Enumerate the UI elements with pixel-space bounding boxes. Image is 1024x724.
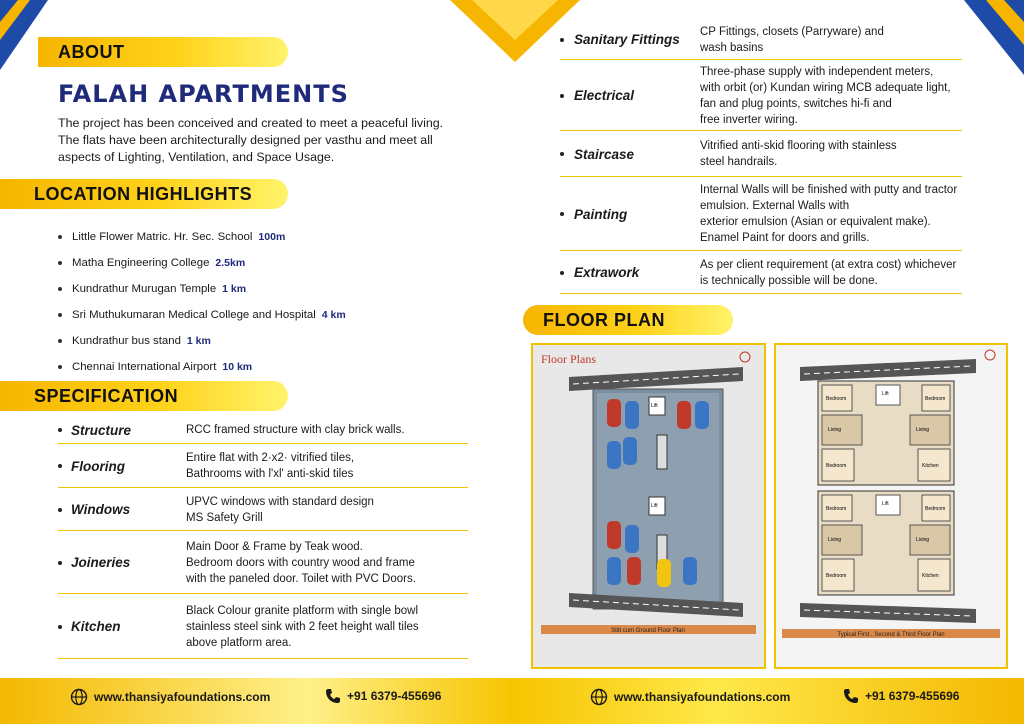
- svg-text:Kitchen: Kitchen: [922, 573, 939, 579]
- svg-text:Bedroom: Bedroom: [826, 396, 846, 402]
- corner-decoration-left: [0, 0, 48, 70]
- svg-text:Bedroom: Bedroom: [925, 506, 945, 512]
- svg-text:Bedroom: Bedroom: [826, 573, 846, 579]
- globe-icon: [70, 688, 88, 706]
- svg-text:Living: Living: [916, 427, 929, 433]
- svg-text:Bedroom: Bedroom: [826, 463, 846, 469]
- plan1-caption: Stilt cum Ground Floor Plan: [611, 628, 685, 634]
- svg-text:Bedroom: Bedroom: [826, 506, 846, 512]
- typical-floor-plan-drawing: Bedroom Bedroom Lift Living Living Bedro…: [776, 345, 1006, 667]
- specification-heading: SPECIFICATION: [0, 381, 288, 411]
- svg-text:Lift: Lift: [651, 403, 658, 409]
- svg-text:Living: Living: [828, 427, 841, 433]
- svg-text:Lift: Lift: [882, 391, 889, 397]
- location-item: Sri Muthukumaran Medical College and Hos…: [58, 302, 458, 328]
- svg-text:Living: Living: [916, 537, 929, 543]
- svg-text:Kitchen: Kitchen: [922, 463, 939, 469]
- footer-website-left[interactable]: www.thansiyafoundations.com: [70, 688, 270, 706]
- corner-decoration-right: [964, 0, 1024, 75]
- footer-phone-left[interactable]: +91 6379-455696: [325, 688, 441, 704]
- phone-icon: [326, 689, 340, 703]
- svg-text:Lift: Lift: [882, 501, 889, 507]
- floor-plan-heading: FLOOR PLAN: [523, 305, 733, 335]
- phone-icon: [844, 689, 858, 703]
- stilt-floor-plan: Floor Plans Lift Lift Stilt cum Ground F…: [531, 343, 766, 669]
- project-title: FALAH APARTMENTS: [58, 80, 349, 108]
- svg-text:Lift: Lift: [651, 503, 658, 509]
- globe-icon: [590, 688, 608, 706]
- footer-bar: www.thansiyafoundations.com +91 6379-455…: [0, 678, 1024, 724]
- top-triangle-decoration: [450, 0, 580, 62]
- plan2-caption: Typical First , Second & Third Floor Pla…: [837, 632, 944, 638]
- about-description: The project has been conceived and creat…: [58, 116, 444, 164]
- about-heading: ABOUT: [38, 37, 288, 67]
- plan1-title: Floor Plans: [541, 352, 596, 366]
- footer-phone-right[interactable]: +91 6379-455696: [843, 688, 959, 704]
- svg-text:Living: Living: [828, 537, 841, 543]
- svg-text:Bedroom: Bedroom: [925, 396, 945, 402]
- footer-website-right[interactable]: www.thansiyafoundations.com: [590, 688, 790, 706]
- typical-floor-plan: Bedroom Bedroom Lift Living Living Bedro…: [774, 343, 1008, 669]
- location-heading: LOCATION HIGHLIGHTS: [0, 179, 288, 209]
- stilt-floor-plan-drawing: Floor Plans Lift Lift Stilt cum Ground F…: [533, 345, 764, 667]
